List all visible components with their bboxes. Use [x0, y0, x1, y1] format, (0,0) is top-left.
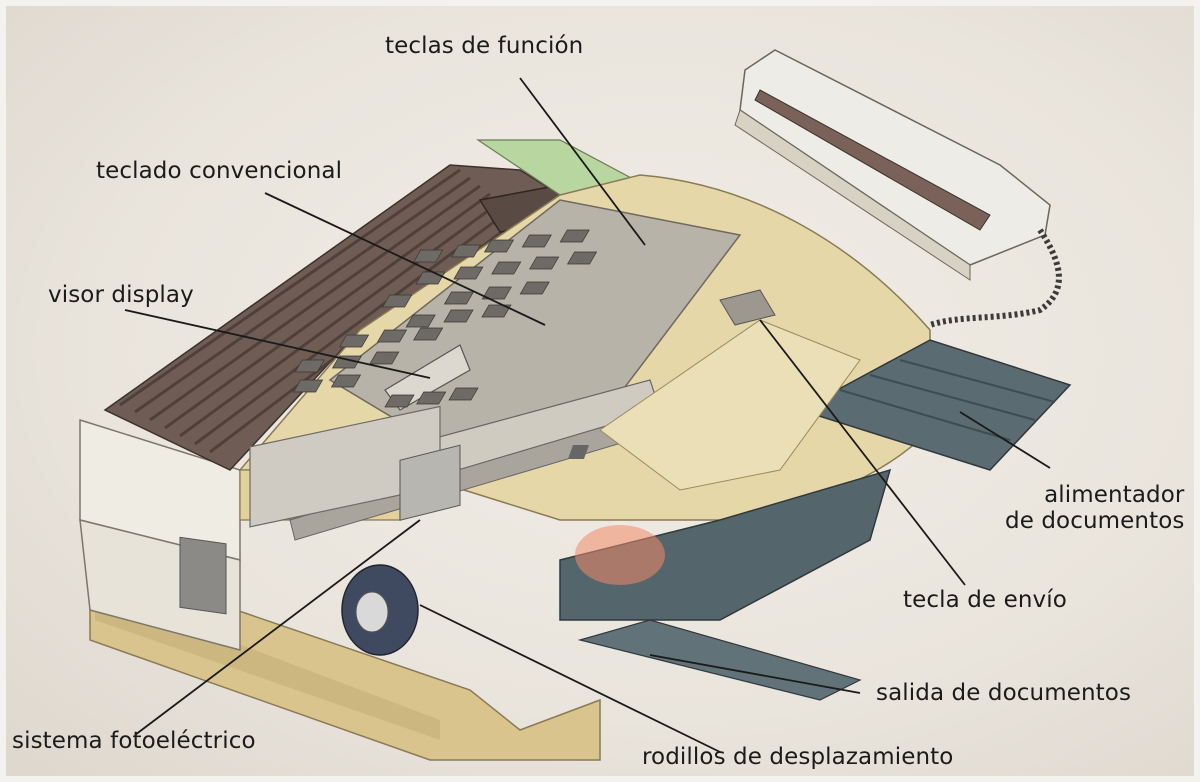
- leader-lines: [124, 77, 1051, 753]
- label-alimentador-line1: alimentador: [1044, 482, 1185, 508]
- telephone-handset: [734, 49, 1062, 328]
- label-teclas-de-funcion: teclas de función: [385, 33, 584, 59]
- label-teclado-convencional: teclado convencional: [96, 158, 343, 184]
- label-salida-de-documentos: salida de documentos: [876, 680, 1132, 706]
- leader-salida-documentos: [649, 654, 861, 694]
- leader-teclado-convencional: [264, 192, 546, 326]
- leader-rodillos: [419, 604, 721, 753]
- leader-visor-display: [124, 309, 431, 379]
- label-alimentador-line2: de documentos: [1005, 508, 1185, 535]
- leader-alimentador: [959, 411, 1051, 469]
- label-sistema-fotoelectrico: sistema fotoeléctrico: [12, 728, 256, 754]
- inner-tray: [567, 289, 861, 491]
- label-tecla-de-envio: tecla de envío: [903, 587, 1067, 613]
- leader-sistema-fotoelectrico: [134, 519, 421, 736]
- left-housing: [79, 418, 241, 651]
- label-alimentador-de-documentos: alimentador de documentos: [1005, 482, 1184, 535]
- leader-teclas-funcion: [519, 77, 646, 246]
- leader-tecla-envio: [759, 319, 966, 586]
- label-rodillos-de-desplazamiento: rodillos de desplazamiento: [642, 744, 954, 770]
- label-visor-display: visor display: [48, 282, 194, 308]
